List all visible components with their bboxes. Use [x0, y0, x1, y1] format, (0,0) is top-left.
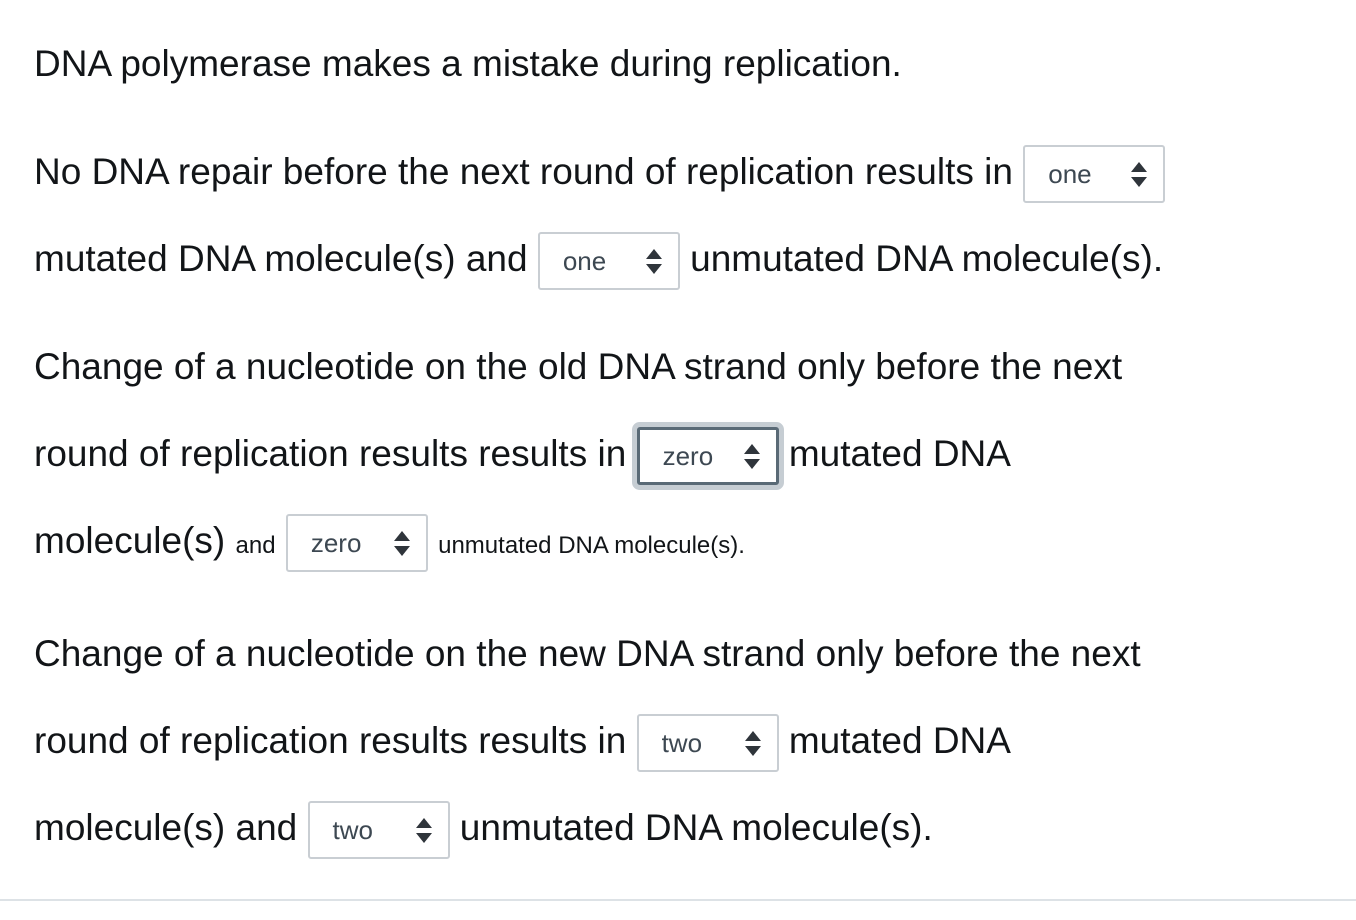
up-down-arrows-icon [743, 443, 760, 469]
up-down-arrows-icon [393, 530, 410, 556]
text-run: Change of a nucleotide on the new DNA st… [34, 633, 1141, 674]
text-run: mutated DNA [788, 720, 1011, 761]
paragraph-intro: DNA polymerase makes a mistake during re… [34, 20, 1326, 107]
text-run: molecule(s) [34, 520, 226, 561]
select-value: two [661, 727, 703, 758]
intro-text: DNA polymerase makes a mistake during re… [34, 43, 902, 84]
new-strand-mutated-count-select[interactable]: two [636, 714, 779, 773]
paragraph-no-repair: No DNA repair before the next round of r… [34, 128, 1326, 302]
select-value: one [562, 245, 607, 276]
no-repair-mutated-count-select[interactable]: one [1023, 145, 1166, 204]
text-run: mutated DNA molecule(s) and [34, 238, 528, 279]
no-repair-unmutated-count-select[interactable]: one [537, 232, 680, 291]
text-run: round of replication results results in [34, 433, 627, 474]
text-run: unmutated DNA molecule(s). [690, 238, 1164, 279]
text-run: round of replication results results in [34, 720, 627, 761]
text-run: unmutated DNA molecule(s). [459, 807, 933, 848]
paragraph-new-strand: Change of a nucleotide on the new DNA st… [34, 610, 1326, 871]
up-down-arrows-icon [415, 817, 432, 843]
select-value: one [1048, 158, 1092, 189]
text-run: mutated DNA [788, 433, 1011, 474]
select-value: zero [310, 527, 362, 558]
text-run: Change of a nucleotide on the old DNA st… [34, 346, 1123, 387]
text-run-small: unmutated DNA molecule(s). [438, 532, 745, 559]
text-run: No DNA repair before the next round of r… [34, 151, 1013, 192]
text-run-small: and [235, 532, 276, 559]
old-strand-unmutated-count-select[interactable]: zero [285, 514, 428, 573]
up-down-arrows-icon [744, 730, 761, 756]
text-run: molecule(s) and [34, 807, 298, 848]
bottom-divider [0, 899, 1356, 901]
up-down-arrows-icon [645, 248, 662, 274]
up-down-arrows-icon [1131, 161, 1148, 187]
new-strand-unmutated-count-select[interactable]: two [307, 801, 450, 860]
select-value: zero [662, 440, 714, 471]
quiz-question-body: DNA polymerase makes a mistake during re… [34, 20, 1326, 871]
select-value: two [332, 814, 373, 845]
old-strand-mutated-count-select[interactable]: zero [636, 427, 779, 486]
paragraph-old-strand: Change of a nucleotide on the old DNA st… [34, 323, 1326, 589]
